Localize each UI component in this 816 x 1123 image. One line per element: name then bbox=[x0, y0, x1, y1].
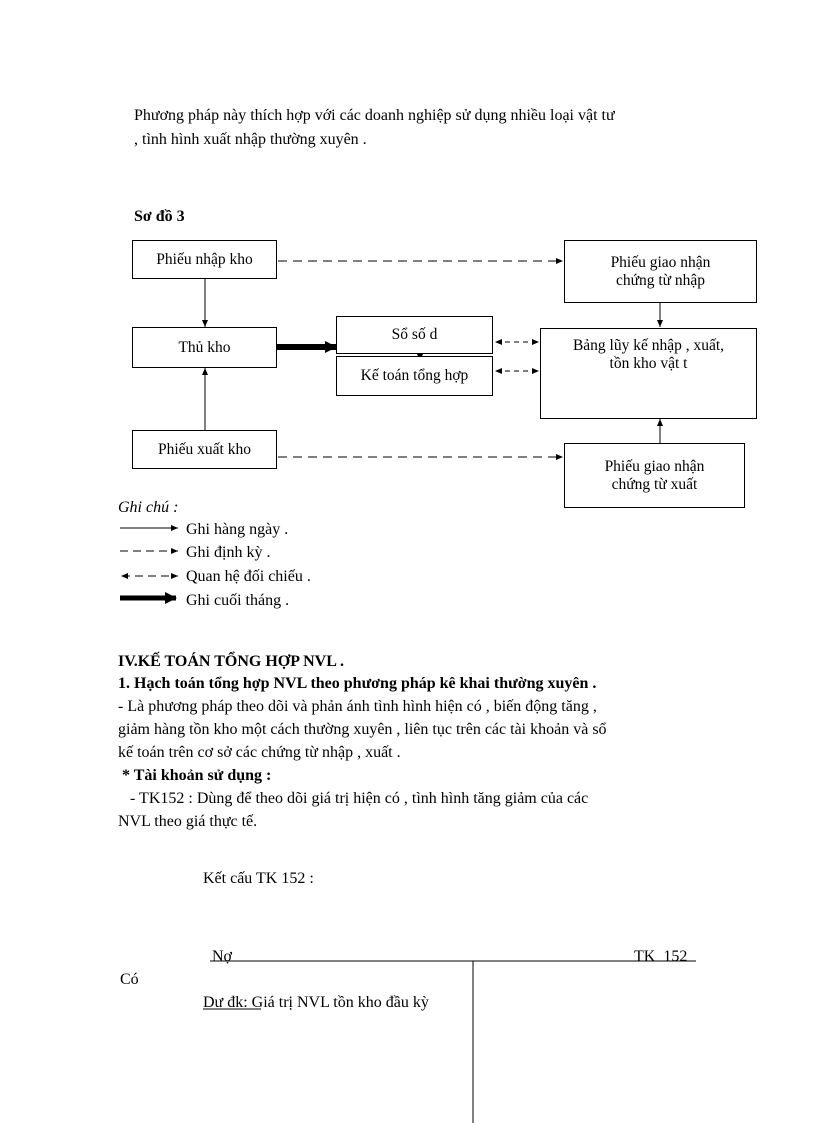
box-bang-luy-ke-line-2: tồn kho vật t bbox=[609, 355, 688, 372]
opening-balance: Dư đk: Giá trị NVL tồn kho đầu kỳ bbox=[203, 991, 429, 1014]
diagram-title: Sơ đồ 3 bbox=[134, 208, 185, 225]
box-so-so-du: Sổ số d bbox=[336, 316, 493, 354]
box-phieu-giao-nhan-xuat: Phiếu giao nhận chứng từ xuất bbox=[564, 443, 745, 508]
box-bang-luy-ke: Bảng lũy kế nhập , xuất, tồn kho vật t bbox=[540, 328, 757, 419]
box-ke-toan-tong-hop-label: Kế toán tổng hợp bbox=[360, 367, 469, 384]
box-giao-nhan-nhap-line-2: chứng từ nhập bbox=[615, 271, 706, 289]
legend-title: Ghi chú : bbox=[118, 499, 179, 516]
para1-line-2: giảm hàng tồn kho một cách thường xuyên … bbox=[118, 721, 607, 738]
accounts-heading: * Tài khoản sử dụng : bbox=[118, 767, 272, 784]
box-phieu-xuat-kho-label: Phiếu xuất kho bbox=[158, 440, 251, 458]
t-account-account-label: TK 152 bbox=[634, 948, 688, 965]
t-account-credit-label: Có bbox=[120, 971, 139, 988]
box-thu-kho: Thủ kho bbox=[132, 327, 277, 368]
box-thu-kho-label: Thủ kho bbox=[178, 338, 231, 356]
box-so-so-du-label: Sổ số d bbox=[391, 326, 438, 343]
para1-line-1: - Là phương pháp theo dõi và phản ánh tì… bbox=[118, 698, 597, 715]
legend-item-daily: Ghi hàng ngày . bbox=[186, 521, 289, 538]
tk152-line-2: NVL theo giá thực tế. bbox=[118, 813, 258, 830]
tk152-line-1: - TK152 : Dùng để theo dõi giá trị hiện … bbox=[118, 790, 589, 807]
box-phieu-nhap-kho: Phiếu nhập kho bbox=[132, 240, 277, 279]
box-phieu-giao-nhan-nhap: Phiếu giao nhận chứng từ nhập bbox=[564, 240, 757, 303]
box-giao-nhan-xuat-line-1: Phiếu giao nhận bbox=[604, 457, 705, 475]
box-bang-luy-ke-line-1: Bảng lũy kế nhập , xuất, bbox=[572, 337, 725, 354]
box-giao-nhan-xuat-line-2: chứng từ xuất bbox=[611, 475, 698, 493]
box-phieu-nhap-kho-label: Phiếu nhập kho bbox=[156, 250, 253, 268]
intro-line-1: Phương pháp này thích hợp với các doanh … bbox=[134, 107, 615, 124]
para1-line-3: kế toán trên cơ sở các chứng từ nhập , x… bbox=[118, 744, 401, 761]
legend-item-monthly: Ghi cuối tháng . bbox=[186, 592, 290, 609]
t-account-caption: Kết cấu TK 152 : bbox=[203, 870, 314, 887]
t-account-debit-label: Nợ bbox=[212, 948, 233, 965]
box-giao-nhan-nhap-line-1: Phiếu giao nhận bbox=[610, 253, 711, 271]
box-ke-toan-tong-hop: Kế toán tổng hợp bbox=[336, 356, 493, 396]
intro-line-2: , tình hình xuất nhập thường xuyên . bbox=[134, 131, 367, 148]
box-phieu-xuat-kho: Phiếu xuất kho bbox=[132, 430, 277, 469]
opening-balance-text: Giá trị NVL tồn kho đầu kỳ bbox=[247, 994, 429, 1011]
section-subheading: 1. Hạch toán tổng hợp NVL theo phương ph… bbox=[118, 675, 597, 692]
legend-item-reconcile: Quan hệ đối chiếu . bbox=[186, 568, 311, 585]
legend-item-periodic: Ghi định kỳ . bbox=[186, 544, 271, 561]
opening-balance-label: Dư đk: bbox=[203, 994, 248, 1011]
section-heading: IV.KẾ TOÁN TỔNG HỢP NVL . bbox=[118, 653, 344, 670]
